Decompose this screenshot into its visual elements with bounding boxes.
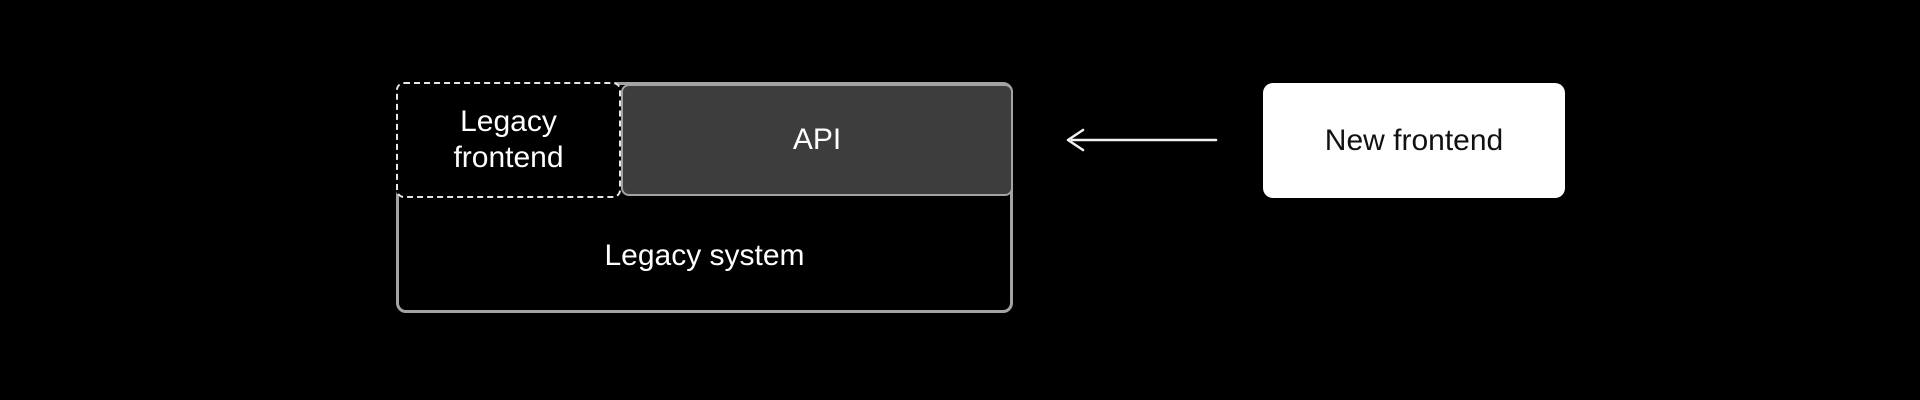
legacy-system-box bbox=[396, 82, 1013, 313]
legacy-system-label: Legacy system bbox=[604, 238, 805, 272]
legacy-frontend-box: Legacy frontend bbox=[396, 82, 621, 198]
legacy-system-label-area: Legacy system bbox=[396, 198, 1013, 313]
new-frontend-label: New frontend bbox=[1324, 123, 1504, 157]
api-label: API bbox=[792, 123, 842, 156]
legacy-frontend-label-line2: frontend bbox=[453, 141, 564, 174]
legacy-frontend-label-line1: Legacy bbox=[460, 105, 557, 138]
api-box: API bbox=[621, 84, 1013, 196]
new-frontend-box: New frontend bbox=[1263, 83, 1565, 198]
